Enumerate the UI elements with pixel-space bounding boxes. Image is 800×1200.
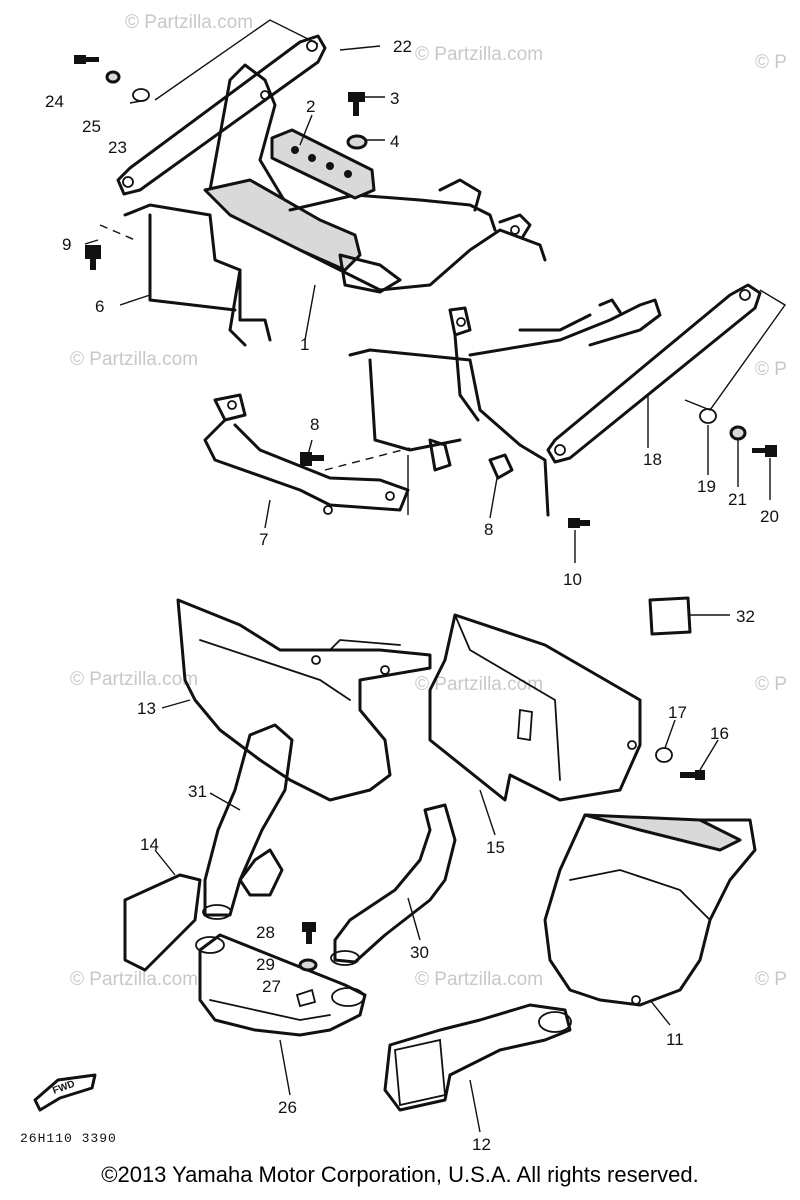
callout-28: 28 — [256, 923, 275, 942]
callout-4: 4 — [390, 132, 399, 151]
part-20-bolt — [752, 445, 777, 457]
part-1-front-frame — [99, 63, 547, 347]
leader-lines — [84, 45, 771, 1133]
part-27-clip — [295, 988, 317, 1008]
watermark: © P — [755, 674, 787, 695]
callout-21: 21 — [728, 490, 747, 509]
part-13-cover — [176, 598, 432, 802]
callout-1: 1 — [300, 335, 309, 354]
part-7-stay — [203, 393, 411, 515]
watermark: © Partzilla.com — [415, 674, 543, 695]
part-14-panel — [123, 873, 202, 972]
diagram-code: 26H110 3390 — [20, 1131, 117, 1146]
part-15-cover — [428, 613, 642, 802]
part-16-bolt — [680, 770, 705, 780]
callout-23: 23 — [108, 138, 127, 157]
part-10-bolt — [568, 518, 590, 528]
callout-29: 29 — [256, 955, 275, 974]
part-2-bracket — [270, 128, 376, 200]
part-4-nut — [346, 134, 368, 150]
callout-labels: 22 3 4 2 24 25 23 9 6 1 8 7 8 10 18 19 2… — [45, 37, 779, 1154]
callout-22: 22 — [393, 37, 412, 56]
callout-15: 15 — [486, 838, 505, 857]
part-30-duct — [330, 803, 457, 966]
callout-19: 19 — [697, 477, 716, 496]
part-9-bolt — [85, 245, 101, 270]
part-18-stay — [546, 283, 787, 464]
callout-26: 26 — [278, 1098, 297, 1117]
callout-2: 2 — [306, 97, 315, 116]
callout-17: 17 — [668, 703, 687, 722]
callout-8-rear: 8 — [484, 520, 493, 539]
part-12-intake — [383, 1003, 572, 1112]
callout-25: 25 — [82, 117, 101, 136]
part-19-washer — [699, 408, 717, 424]
part-22-stay — [116, 19, 327, 196]
part-11-cover — [543, 813, 757, 1007]
callout-31: 31 — [188, 782, 207, 801]
callout-13: 13 — [137, 699, 156, 718]
callout-18: 18 — [643, 450, 662, 469]
callout-10: 10 — [563, 570, 582, 589]
callout-32: 32 — [736, 607, 755, 626]
callout-9: 9 — [62, 235, 71, 254]
callout-14: 14 — [140, 835, 159, 854]
callout-11: 11 — [666, 1030, 684, 1049]
part-25-washer — [105, 70, 121, 84]
watermark: © Partzilla.com — [70, 349, 198, 370]
watermark: © Partzilla.com — [125, 12, 253, 33]
watermark: © Partzilla.com — [415, 969, 543, 990]
watermark: © Partzilla.com — [70, 669, 198, 690]
part-17-washer — [655, 747, 673, 763]
callout-30: 30 — [410, 943, 429, 962]
watermark: © Partzilla.com — [70, 969, 198, 990]
callout-3: 3 — [390, 89, 399, 108]
copyright-notice: ©2013 Yamaha Motor Corporation, U.S.A. A… — [101, 1162, 699, 1187]
watermark-layer: © Partzilla.com © Partzilla.com © P © Pa… — [70, 12, 787, 990]
part-32-pad — [648, 596, 692, 636]
part-23-collar — [132, 88, 150, 102]
callout-6: 6 — [95, 297, 104, 316]
callout-20: 20 — [760, 507, 779, 526]
part-3-bolt — [348, 92, 365, 116]
watermark: © P — [755, 969, 787, 990]
callout-16: 16 — [710, 724, 729, 743]
callout-24: 24 — [45, 92, 64, 111]
watermark: © Partzilla.com — [415, 44, 543, 65]
part-29-nut — [298, 958, 318, 972]
callout-27: 27 — [262, 977, 281, 996]
part-8-bolt — [300, 452, 324, 466]
watermark: © P — [755, 359, 787, 380]
part-21-nut — [729, 425, 747, 441]
part-24-bolt — [74, 55, 99, 64]
fwd-arrow-icon: FWD — [33, 1073, 97, 1112]
part-31-duct — [202, 723, 294, 920]
part-28-bolt — [302, 922, 316, 944]
callout-12: 12 — [472, 1135, 491, 1154]
callout-8-front: 8 — [310, 415, 319, 434]
callout-7: 7 — [259, 530, 268, 549]
part-6-rear-frame — [348, 298, 662, 517]
watermark: © P — [755, 52, 787, 73]
